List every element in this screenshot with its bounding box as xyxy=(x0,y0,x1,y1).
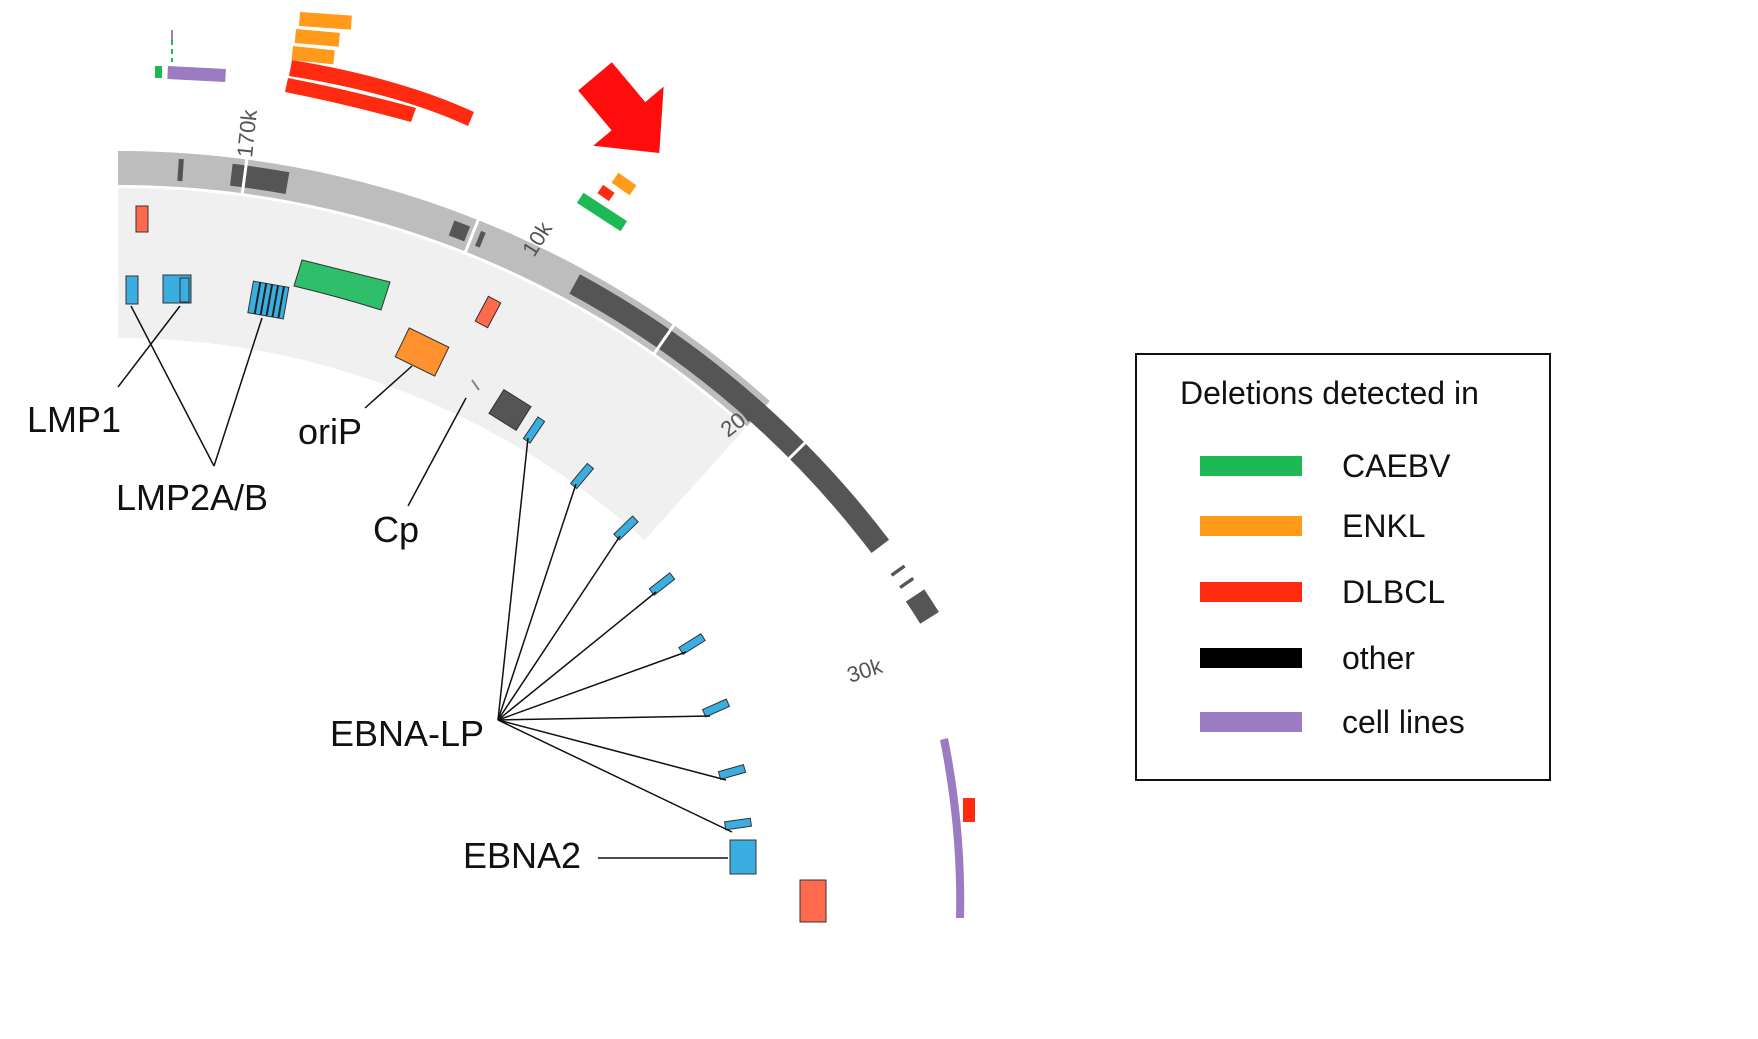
ebna-lp-exons xyxy=(522,416,752,831)
legend-box xyxy=(1135,353,1551,781)
legend-label-dlbcl: DLBCL xyxy=(1342,574,1445,610)
deletion-cellline-right xyxy=(940,738,965,918)
legend-title: Deletions detected in xyxy=(1180,375,1479,411)
leader-ebna-lp xyxy=(497,719,733,833)
label-ebna-lp: EBNA-LP xyxy=(330,713,484,754)
ebna-lp-exon xyxy=(569,462,595,490)
feature-dark-block xyxy=(488,388,532,432)
ebna-lp-exon xyxy=(717,763,747,781)
outer-dark-segment xyxy=(905,589,939,624)
legend-swatch-other xyxy=(1200,648,1302,668)
outer-dark-segment xyxy=(229,163,290,194)
feature-lmp2-exons xyxy=(247,280,290,320)
ebna-lp-exon xyxy=(522,416,546,444)
genome-features xyxy=(125,205,827,923)
feature-cp-mark xyxy=(471,379,480,391)
deletion-caebv-arrow xyxy=(576,192,628,232)
leader-ebna-lp xyxy=(497,483,577,721)
ebna-lp-exon xyxy=(648,572,676,596)
feature-red-top-left xyxy=(135,205,149,233)
leader-ebna-lp xyxy=(497,715,711,721)
label-lmp1: LMP1 xyxy=(27,399,121,440)
leader-lmp1 xyxy=(117,305,181,388)
ebna-lp-exon xyxy=(678,633,706,655)
label-ebna2: EBNA2 xyxy=(463,835,581,876)
deletion-bars xyxy=(155,12,975,918)
legend-label-enkl: ENKL xyxy=(1342,508,1426,544)
tick-mark xyxy=(463,217,481,255)
deletion-enkl-3 xyxy=(291,46,335,65)
legend-swatch-enkl xyxy=(1200,516,1302,536)
feature-lmp1 xyxy=(125,275,139,305)
feature-red-small xyxy=(474,295,502,329)
tick-mark xyxy=(240,157,249,196)
tick-label-30k: 30k xyxy=(844,653,886,688)
label-orip: oriP xyxy=(298,411,362,452)
leader-lmp2-a xyxy=(130,305,215,467)
legend-swatch-dlbcl xyxy=(1200,582,1302,602)
legend-swatch-caebv xyxy=(1200,456,1302,476)
feature-orip xyxy=(394,327,450,377)
ebna-lp-leader-lines xyxy=(497,437,733,833)
leader-ebna-lp xyxy=(497,437,529,721)
deletion-dlbcl-arc-2 xyxy=(285,78,416,122)
legend-label-caebv: CAEBV xyxy=(1342,448,1451,484)
legend-label-cell-lines: cell lines xyxy=(1342,704,1465,740)
label-lmp2ab: LMP2A/B xyxy=(116,477,268,518)
leader-cp xyxy=(407,397,467,507)
ebna-lp-exon xyxy=(724,817,752,831)
label-cp: Cp xyxy=(373,509,419,550)
deletion-enkl-2 xyxy=(294,29,340,47)
tick-marks xyxy=(240,157,812,466)
deletion-dlbcl-arrow xyxy=(597,184,615,202)
legend-label-other: other xyxy=(1342,640,1415,676)
deletion-cellline-topleft xyxy=(167,66,226,83)
leader-orip xyxy=(364,365,413,409)
feature-ebna2 xyxy=(729,839,757,875)
tick-label-170k: 170k xyxy=(232,107,262,158)
outer-dark-segment xyxy=(569,274,890,554)
tick-mark xyxy=(652,322,677,356)
highlight-arrow-icon xyxy=(578,62,664,153)
legend-swatch-cell-lines xyxy=(1200,712,1302,732)
leader-lmp2-b xyxy=(213,317,263,467)
inner-feature-track xyxy=(117,188,745,541)
deletion-enkl-arrow xyxy=(611,172,637,196)
feature-green-arc xyxy=(293,259,391,311)
ebna-lp-exon xyxy=(701,698,731,718)
outer-dark-segment xyxy=(475,230,486,248)
outer-dark-segment xyxy=(899,577,915,589)
outer-dark-segment xyxy=(448,220,471,242)
label-leader-lines xyxy=(117,305,733,859)
deletion-enkl-1 xyxy=(299,12,352,30)
genome-tracks xyxy=(117,151,939,624)
ebna-lp-exon xyxy=(613,515,639,541)
feature-labels: LMP1 LMP2A/B oriP Cp EBNA-LP EBNA2 xyxy=(27,399,581,876)
tick-mark xyxy=(782,436,812,466)
outer-dark-segment xyxy=(890,564,906,577)
deletion-dlbcl-arc-1 xyxy=(289,60,474,126)
leader-ebna-lp xyxy=(497,651,687,721)
leader-ebna-lp xyxy=(497,535,621,721)
feature-red-bottom xyxy=(799,879,827,923)
outer-track-dark-segments xyxy=(177,158,939,624)
feature-lmp2-block-2 xyxy=(179,277,190,303)
leader-ebna-lp xyxy=(497,719,727,781)
leader-ebna-lp xyxy=(497,591,657,721)
deletion-caebv-topleft xyxy=(155,66,162,78)
deletion-dlbcl-right xyxy=(963,798,975,822)
legend: Deletions detected in CAEBV ENKL DLBCL o… xyxy=(1135,353,1551,781)
